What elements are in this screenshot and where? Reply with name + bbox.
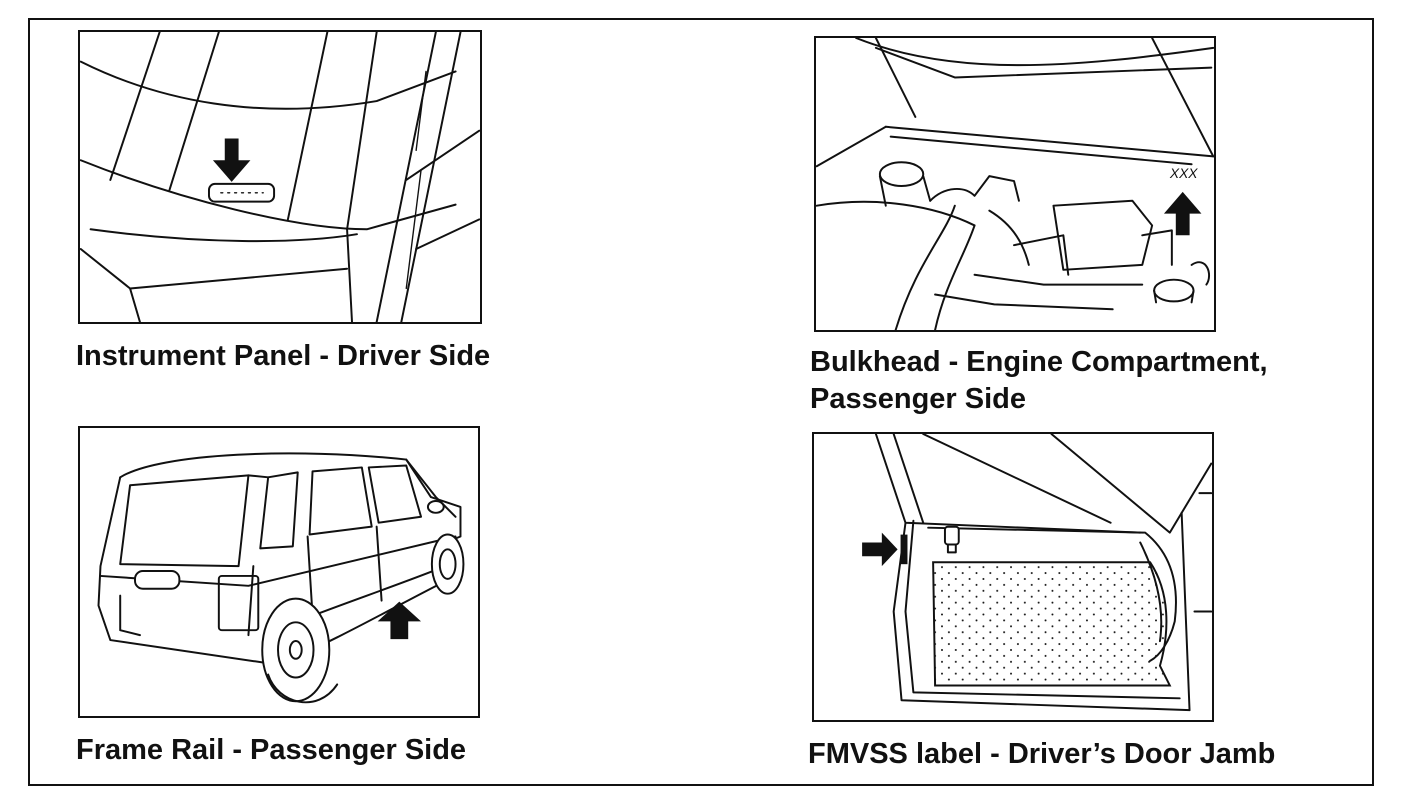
door-jamb-illustration xyxy=(812,432,1214,722)
door-jamb-drawing xyxy=(862,434,1212,712)
frame-rail-caption: Frame Rail - Passenger Side xyxy=(76,734,467,766)
fmvss-label xyxy=(900,534,908,565)
bulkhead-illustration: XXX xyxy=(814,36,1216,332)
up-arrow-icon xyxy=(377,601,422,640)
right-arrow-icon xyxy=(862,532,898,567)
up-arrow-icon xyxy=(1163,191,1202,236)
vin-marking-text: XXX xyxy=(1169,165,1198,181)
frame-rail-illustration xyxy=(78,426,480,718)
frame-rail-drawing xyxy=(97,452,465,704)
instrument-panel-illustration xyxy=(78,30,482,324)
diagram-frame xyxy=(28,18,1374,786)
instrument-panel-caption: Instrument Panel - Driver Side xyxy=(76,340,491,372)
bulkhead-caption-line2: Passenger Side xyxy=(810,383,1026,415)
instrument-panel-drawing xyxy=(80,32,480,322)
bulkhead-drawing: XXX xyxy=(816,38,1214,330)
door-jamb-caption: FMVSS label - Driver’s Door Jamb xyxy=(808,738,1276,770)
bulkhead-caption-line1: Bulkhead - Engine Compartment, xyxy=(810,346,1268,378)
down-arrow-icon xyxy=(212,138,251,182)
